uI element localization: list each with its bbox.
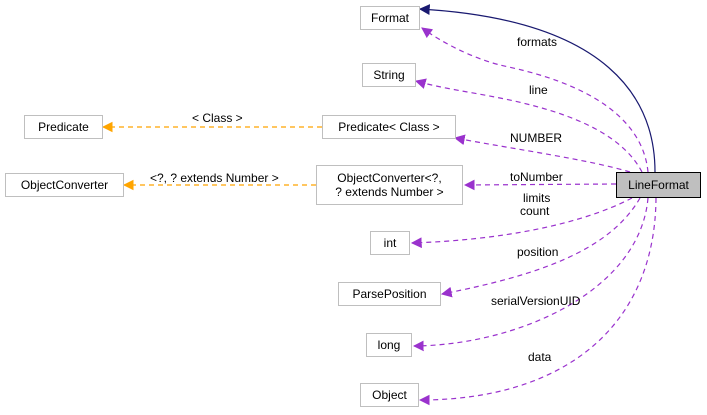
edge-to-number: [463, 179, 617, 191]
node-parse-position[interactable]: ParsePosition: [338, 282, 441, 306]
node-predicate-label: Predicate: [38, 120, 89, 134]
node-object-converter-generic[interactable]: ObjectConverter<?, ? extends Number >: [316, 165, 463, 205]
edge-position: [440, 197, 641, 298]
node-format[interactable]: Format: [360, 6, 420, 30]
label-class-param: < Class >: [192, 111, 243, 125]
edge-formats: [421, 27, 649, 173]
node-int[interactable]: int: [370, 231, 410, 255]
label-data: data: [528, 350, 552, 364]
node-format-label: Format: [370, 11, 409, 25]
edge-number: [453, 134, 631, 173]
node-object-converter[interactable]: ObjectConverter: [5, 173, 124, 197]
edge-line: [414, 78, 643, 173]
label-number: NUMBER: [510, 131, 562, 145]
label-limits: limits: [523, 191, 550, 205]
node-object-converter-label: ObjectConverter: [20, 178, 109, 192]
node-predicate[interactable]: Predicate: [24, 115, 103, 139]
label-formats: formats: [517, 35, 557, 49]
label-count: count: [520, 204, 550, 218]
node-object-converter-generic-line2: ? extends Number >: [335, 185, 444, 199]
edge-inherits-format: [418, 4, 656, 173]
node-string-label: String: [373, 68, 405, 82]
node-object-converter-generic-line1: ObjectConverter<?,: [337, 171, 442, 185]
node-int-label: int: [383, 236, 397, 250]
label-number-param: <?, ? extends Number >: [150, 171, 279, 185]
edge-limits-count: [410, 197, 633, 249]
label-line: line: [529, 83, 548, 97]
node-object[interactable]: Object: [360, 383, 419, 407]
node-long-label: long: [377, 338, 401, 352]
node-line-format[interactable]: LineFormat: [616, 172, 701, 198]
node-long[interactable]: long: [366, 333, 412, 357]
node-predicate-class-label: Predicate< Class >: [338, 120, 440, 134]
label-to-number: toNumber: [510, 170, 563, 184]
node-object-label: Object: [372, 388, 407, 402]
node-line-format-label: LineFormat: [628, 178, 689, 192]
node-predicate-class[interactable]: Predicate< Class >: [322, 115, 456, 139]
edge-data: [418, 197, 657, 406]
edge-serial: [412, 197, 649, 352]
node-string[interactable]: String: [362, 63, 416, 87]
label-position: position: [517, 245, 558, 259]
label-serial: serialVersionUID: [491, 294, 581, 308]
node-parse-position-label: ParsePosition: [352, 287, 427, 301]
